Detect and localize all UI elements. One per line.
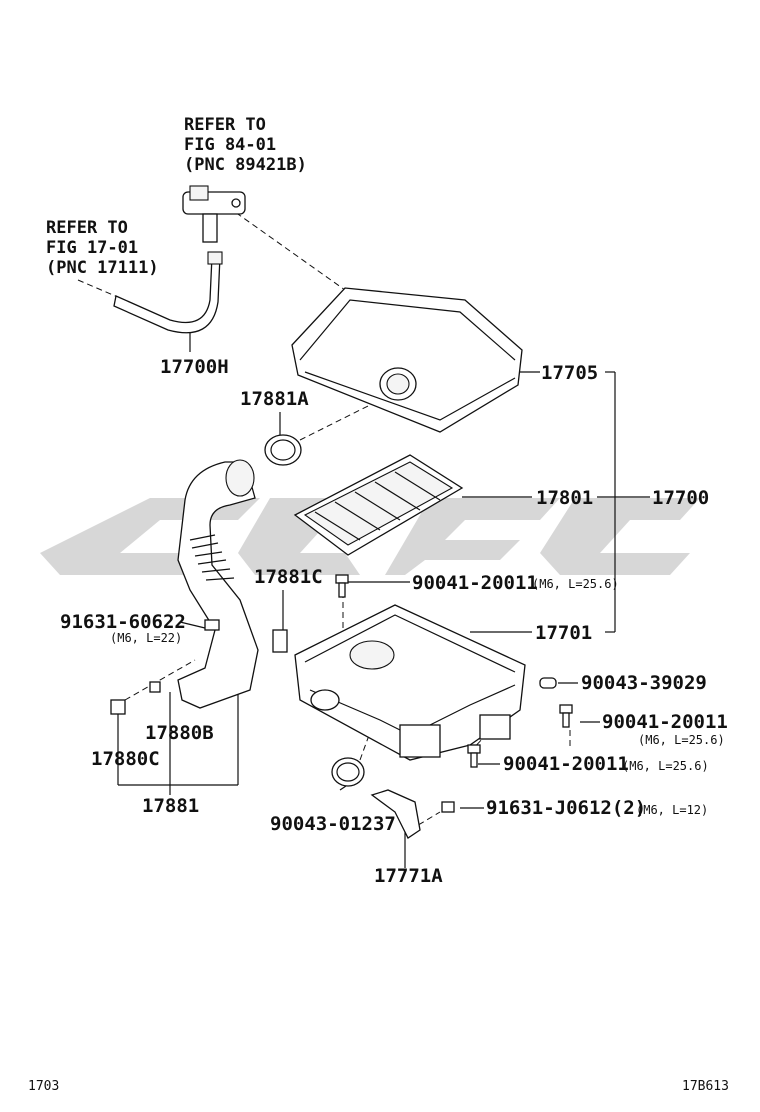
- refer-note-hose-line-2: FIG 17-01: [46, 238, 138, 258]
- air-filter-element: [293, 454, 464, 556]
- part-label-90041-low[interactable]: 90041-20011: [503, 753, 629, 775]
- part-label-17880B[interactable]: 17880B: [145, 722, 214, 744]
- refer-note-hose: REFER TO FIG 17-01 (PNC 17111): [46, 218, 159, 278]
- refer-note-sensor: REFER TO FIG 84-01 (PNC 89421B): [184, 115, 307, 175]
- air-cleaner-cap: [291, 287, 523, 433]
- part-label-17700H[interactable]: 17700H: [160, 356, 229, 378]
- part-spec-91631-60622: (M6, L=22): [110, 631, 182, 645]
- part-label-90043-01237[interactable]: 90043-01237: [270, 813, 396, 835]
- leader-lines: [77, 206, 650, 868]
- vent-hose: [113, 251, 223, 334]
- air-cleaner-case: [294, 604, 526, 761]
- part-label-17881A[interactable]: 17881A: [240, 388, 309, 410]
- part-label-17881[interactable]: 17881: [142, 795, 199, 817]
- part-label-91631-60622[interactable]: 91631-60622: [60, 611, 186, 633]
- refer-note-hose-line-3: (PNC 17111): [46, 258, 159, 278]
- refer-note-sensor-line-3: (PNC 89421B): [184, 155, 307, 175]
- small-parts: [110, 574, 573, 839]
- part-label-17701[interactable]: 17701: [535, 622, 592, 644]
- refer-note-sensor-line-1: REFER TO: [184, 115, 266, 135]
- part-spec-90041-low: (M6, L=25.6): [622, 759, 709, 773]
- part-label-17801[interactable]: 17801: [536, 487, 593, 509]
- part-label-90041-mid[interactable]: 90041-20011: [602, 711, 728, 733]
- part-label-17880C[interactable]: 17880C: [91, 748, 160, 770]
- footer-illustration-id: 17B613: [682, 1079, 729, 1094]
- hose-clamp: [264, 434, 302, 466]
- part-label-17705[interactable]: 17705: [541, 362, 598, 384]
- part-label-90043-39029[interactable]: 90043-39029: [581, 672, 707, 694]
- part-spec-90041-top: (M6, L=25.6): [532, 577, 619, 591]
- refer-note-sensor-line-2: FIG 84-01: [184, 135, 276, 155]
- part-label-17771A[interactable]: 17771A: [374, 865, 443, 887]
- part-label-90041-top[interactable]: 90041-20011: [412, 572, 538, 594]
- part-spec-90041-mid: (M6, L=25.6): [638, 733, 725, 747]
- part-label-91631-J0612[interactable]: 91631-J0612(2): [486, 797, 646, 819]
- part-spec-91631-J0612: (M6, L=12): [636, 803, 708, 817]
- refer-note-hose-line-1: REFER TO: [46, 218, 128, 238]
- intake-hose: [177, 459, 259, 709]
- part-label-17700[interactable]: 17700: [652, 487, 709, 509]
- footer-figure-number: 1703: [28, 1079, 59, 1094]
- air-flow-sensor: [182, 185, 246, 243]
- part-label-17881C[interactable]: 17881C: [254, 566, 323, 588]
